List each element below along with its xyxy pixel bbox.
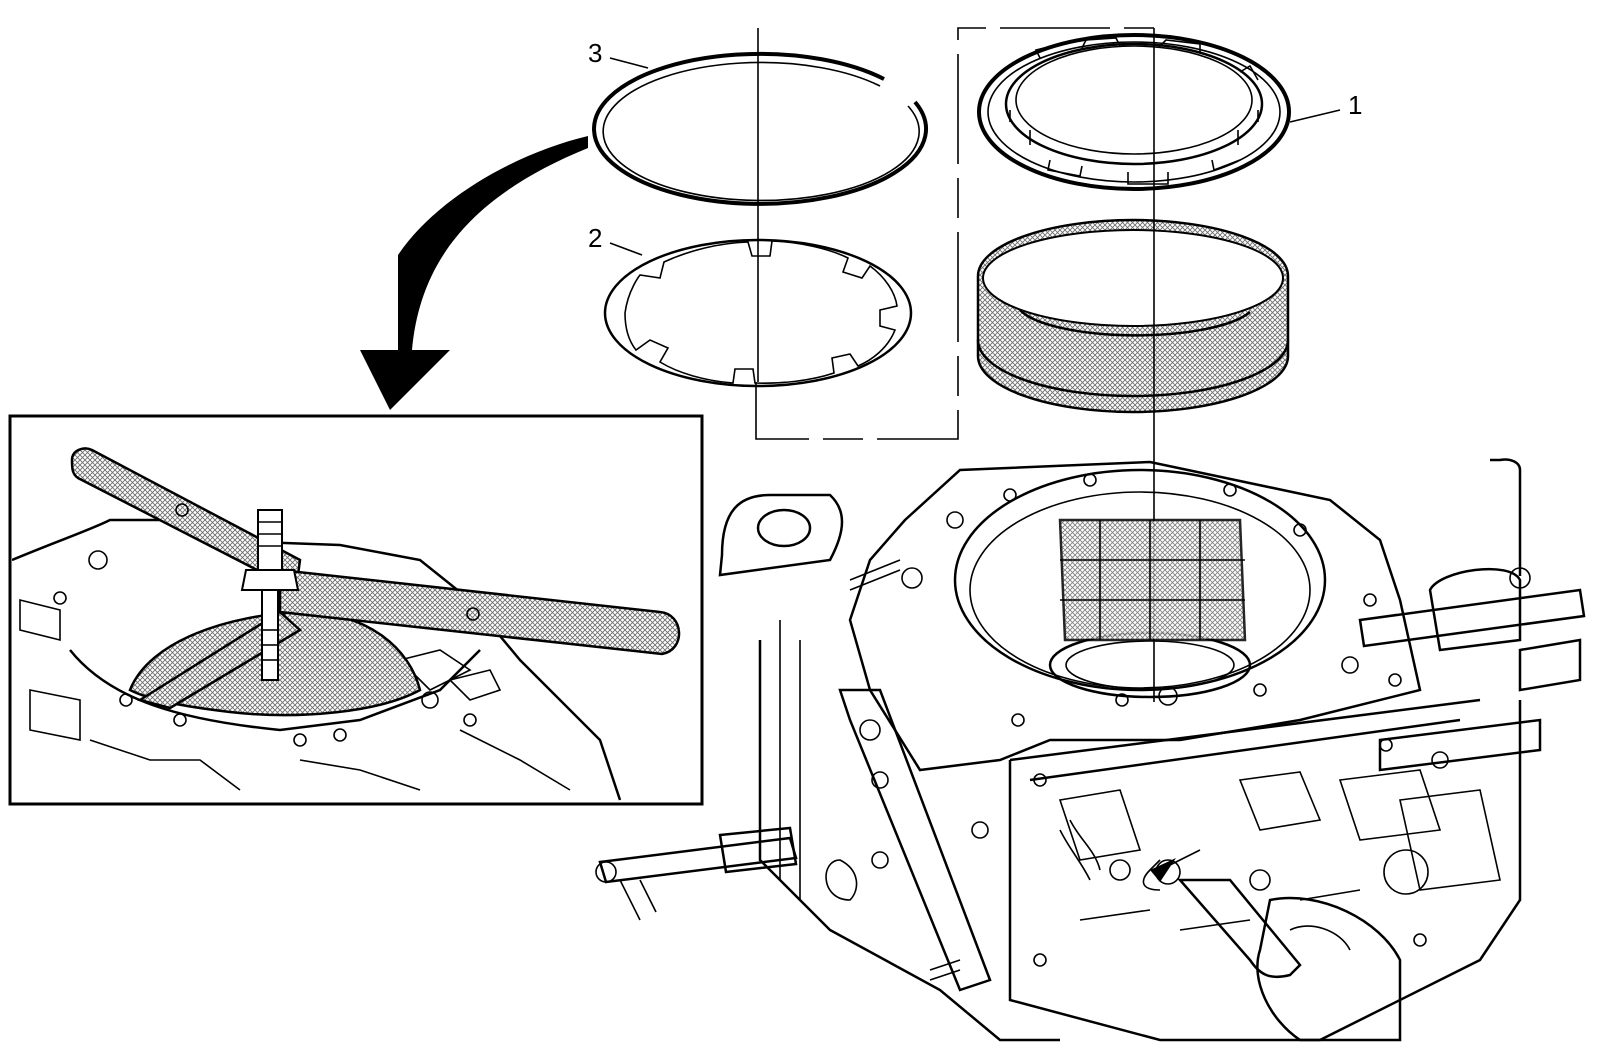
svg-text:3: 3 <box>588 38 602 68</box>
inset-detail-view <box>8 414 704 806</box>
snap-ring <box>592 51 928 206</box>
callout-2: 2 <box>588 223 643 256</box>
svg-text:1: 1 <box>1348 90 1362 120</box>
curved-arrow-icon <box>360 136 588 410</box>
pointer-arrow-icon <box>1150 849 1201 882</box>
callout-1: 1 <box>1289 90 1362 123</box>
callout-3: 3 <box>588 38 649 69</box>
seal-band <box>976 218 1290 414</box>
svg-text:2: 2 <box>588 223 602 253</box>
transmission-case <box>595 458 1586 1042</box>
piston <box>977 33 1291 191</box>
